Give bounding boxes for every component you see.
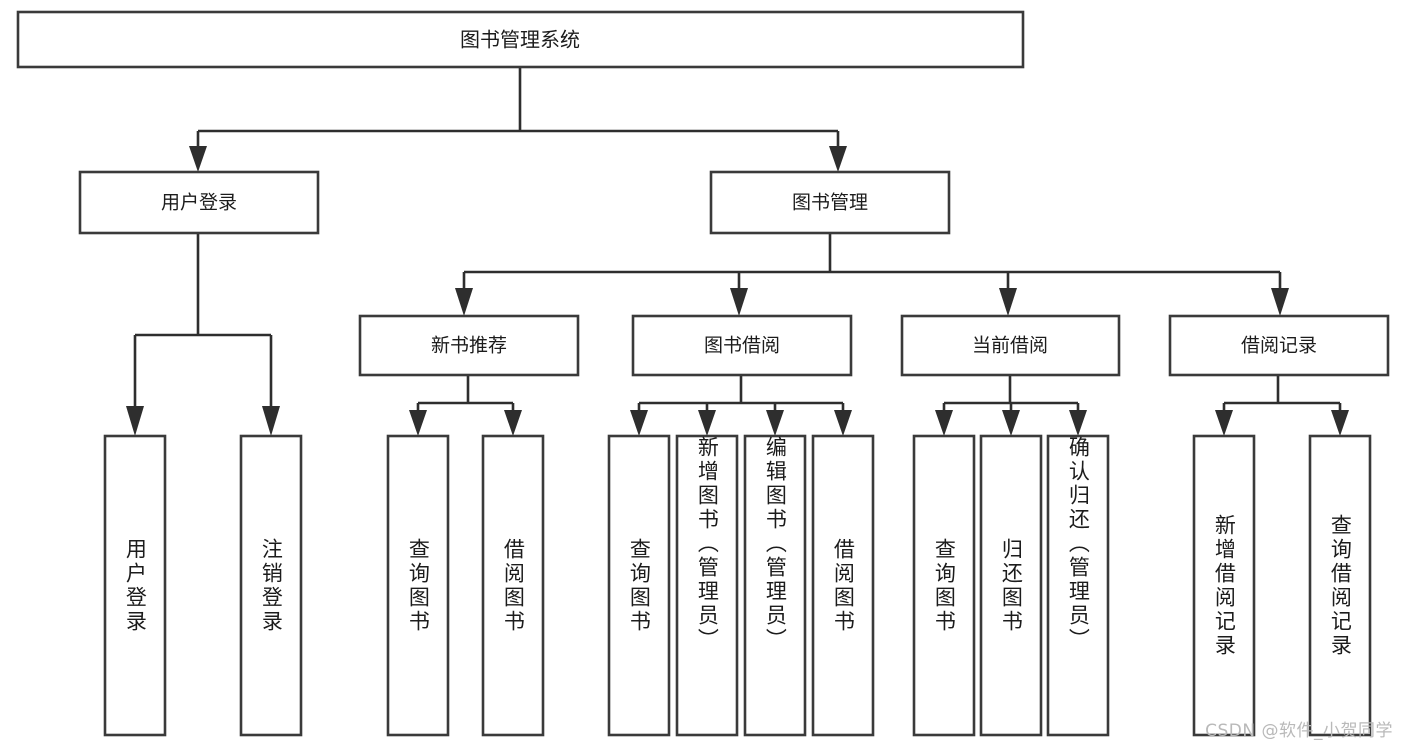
- arrow-head-current-borrow: [999, 288, 1017, 316]
- arrow-head-leaf-query-book-1: [409, 410, 427, 436]
- node-new-book-recommend[interactable]: [358, 314, 580, 377]
- node-book-borrow[interactable]: [631, 314, 853, 377]
- node-leaf-edit-book[interactable]: [743, 434, 807, 737]
- arrow-head-leaf-user-login: [126, 406, 144, 436]
- arrow-head-new-book-recommend: [455, 288, 473, 316]
- arrow-head-borrow-record: [1271, 288, 1289, 316]
- node-leaf-query-book-3[interactable]: [912, 434, 976, 737]
- arrow-head-book-management: [829, 146, 847, 172]
- node-root-label: 图书管理系统: [460, 28, 580, 52]
- node-leaf-return-book[interactable]: [979, 434, 1043, 737]
- node-leaf-add-book[interactable]: [675, 434, 739, 737]
- node-leaf-query-record[interactable]: [1308, 434, 1372, 737]
- node-layer: 图书管理系统 用户登录 图书管理 新书推荐 图书借阅 当前借阅 借阅记录: [16, 10, 1390, 737]
- node-book-borrow-label: 图书借阅: [704, 335, 780, 357]
- node-leaf-query-book-2[interactable]: [607, 434, 671, 737]
- arrow-head-leaf-confirm-return: [1069, 410, 1087, 436]
- arrow-head-leaf-borrow-book-1: [504, 410, 522, 436]
- arrow-head-leaf-query-record: [1331, 410, 1349, 436]
- node-user-login[interactable]: [78, 170, 320, 235]
- csdn-watermark: CSDN @软件_小贺同学: [1205, 721, 1393, 741]
- node-borrow-record[interactable]: [1168, 314, 1390, 377]
- node-leaf-query-book-1[interactable]: [386, 434, 450, 737]
- arrow-head-leaf-add-record: [1215, 410, 1233, 436]
- node-leaf-add-record[interactable]: [1192, 434, 1256, 737]
- node-current-borrow[interactable]: [900, 314, 1121, 377]
- node-borrow-record-label: 借阅记录: [1241, 335, 1317, 357]
- arrow-head-leaf-edit-book: [766, 410, 784, 436]
- connector-layer: [126, 67, 1349, 436]
- node-leaf-user-login[interactable]: [103, 434, 167, 737]
- arrow-head-leaf-query-book-3: [935, 410, 953, 436]
- node-book-management-label: 图书管理: [792, 192, 868, 214]
- node-new-book-recommend-label: 新书推荐: [431, 335, 507, 357]
- node-leaf-confirm-return[interactable]: [1046, 434, 1110, 737]
- node-leaf-borrow-book-1[interactable]: [481, 434, 545, 737]
- arrow-head-user-login: [189, 146, 207, 172]
- node-leaf-logout-login[interactable]: [239, 434, 303, 737]
- node-user-login-label: 用户登录: [161, 192, 237, 214]
- arrow-head-leaf-query-book-2: [630, 410, 648, 436]
- arrow-head-leaf-borrow-book-2: [834, 410, 852, 436]
- arrow-head-book-borrow: [730, 288, 748, 316]
- arrow-head-leaf-return-book: [1002, 410, 1020, 436]
- node-root[interactable]: [16, 10, 1025, 69]
- arrow-head-leaf-logout-login: [262, 406, 280, 436]
- node-current-borrow-label: 当前借阅: [972, 335, 1048, 357]
- arrow-head-leaf-add-book: [698, 410, 716, 436]
- node-book-management[interactable]: [709, 170, 951, 235]
- node-leaf-borrow-book-2[interactable]: [811, 434, 875, 737]
